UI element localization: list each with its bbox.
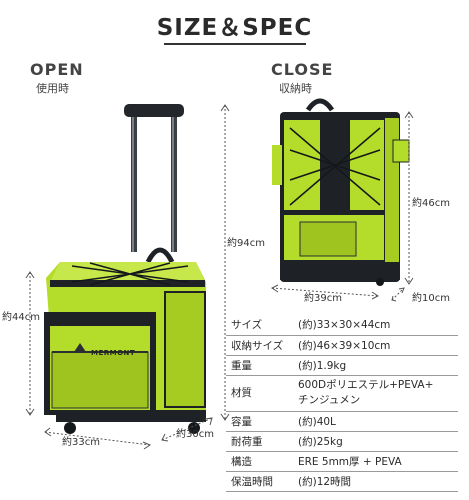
open-subheading: 使用時 [36, 82, 69, 95]
spec-value: 600Dポリエステル+PEVA+ チンジュメン [290, 375, 458, 412]
close-width-label: 約39cm [304, 293, 342, 304]
open-cooler-image [44, 104, 206, 434]
page-title: SIZE＆SPEC [156, 15, 313, 41]
open-height-label: 約94cm [227, 238, 265, 249]
spec-key: 容量 [226, 411, 290, 432]
spec-value-line-1: 600Dポリエステル+PEVA+ [298, 379, 434, 391]
spec-row: サイズ (約)33×30×44cm [226, 315, 458, 336]
brand-logo-text: MERMONT [91, 349, 136, 357]
title-underline [164, 43, 306, 45]
spec-key: 耐荷重 [226, 431, 290, 452]
spec-value: (約)40L [290, 411, 458, 432]
spec-key: 保温時間 [226, 471, 290, 492]
spec-key: サイズ [226, 315, 290, 336]
spec-key: 重量 [226, 355, 290, 376]
spec-value: ERE 5mm厚 + PEVA [290, 451, 458, 472]
spec-row: 収納サイズ (約)46×39×10cm [226, 335, 458, 356]
spec-row: 容量 (約)40L [226, 411, 458, 432]
spec-row: 重量 (約)1.9kg [226, 355, 458, 376]
spec-key: 材質 [226, 375, 290, 412]
open-width-label: 約33cm [62, 437, 100, 448]
spec-value: (約)33×30×44cm [290, 315, 458, 336]
spec-value: (約)25kg [290, 431, 458, 452]
close-cooler-image [272, 98, 410, 286]
open-body-height-label: 約44cm [2, 312, 40, 323]
spec-key: 収納サイズ [226, 335, 290, 356]
spec-row: 材質 600Dポリエステル+PEVA+ チンジュメン [226, 375, 458, 412]
spec-value: (約)12時間 [290, 471, 458, 492]
close-subheading: 収納時 [279, 82, 312, 95]
open-heading: OPEN [30, 60, 84, 79]
spec-value: (約)1.9kg [290, 355, 458, 376]
close-heading: CLOSE [271, 60, 334, 79]
spec-value-line-2: チンジュメン [298, 394, 361, 406]
open-depth-label: 約30cm [176, 429, 214, 440]
spec-row: 保温時間 (約)12時間 [226, 471, 458, 492]
spec-table: サイズ (約)33×30×44cm 収納サイズ (約)46×39×10cm 重量… [226, 315, 458, 492]
close-depth-label: 約10cm [412, 293, 450, 304]
spec-key: 構造 [226, 451, 290, 472]
spec-row: 構造 ERE 5mm厚 + PEVA [226, 451, 458, 472]
spec-row: 耐荷重 (約)25kg [226, 431, 458, 452]
close-height-label: 約46cm [412, 198, 450, 209]
spec-value: (約)46×39×10cm [290, 335, 458, 356]
